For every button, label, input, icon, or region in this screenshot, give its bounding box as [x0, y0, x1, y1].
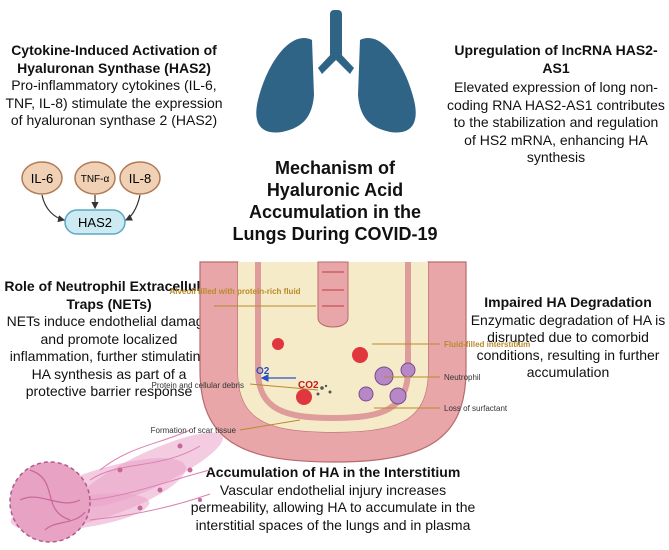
degradation-body: Enzymatic degradation of HA is disrupted… — [470, 311, 666, 381]
epithelial-projection — [317, 261, 349, 328]
alveolus-lumen — [238, 262, 428, 432]
red-cell-1 — [352, 347, 368, 363]
red-cell-3 — [272, 338, 284, 350]
co2-label: CO2 — [298, 380, 319, 391]
degradation-title: Impaired HA Degradation — [484, 294, 652, 310]
alveoli-fluid-text: Alveoli filled with protein-rich fluid — [169, 287, 300, 296]
lncrna-title: Upregulation of lncRNA HAS2-AS1 — [454, 42, 658, 76]
center-title-text: Mechanism of Hyaluronic Acid Accumulatio… — [232, 158, 438, 244]
il8-label: IL-8 — [129, 171, 151, 186]
nets-title: Role of Neutrophil Extracellular Traps (… — [4, 278, 214, 312]
scar-tissue-label: Formation of scar tissue — [151, 426, 237, 435]
loss-surfactant-label: Loss of surfactant — [444, 404, 508, 413]
nets-section: Role of Neutrophil Extracellular Traps (… — [0, 278, 218, 401]
neutrophil-cluster — [358, 362, 416, 405]
cytokine-section: Cytokine-Induced Activation of Hyalurona… — [0, 42, 228, 130]
tnf-label: TNF-α — [81, 174, 110, 185]
neutrophil-core — [9, 461, 91, 543]
interstitium-title: Accumulation of HA in the Interstitium — [205, 464, 461, 480]
il8-node — [119, 161, 161, 195]
center-title: Mechanism of Hyaluronic Acid Accumulatio… — [232, 158, 438, 246]
o2-label: O2 — [256, 366, 270, 377]
red-cell-2 — [296, 389, 312, 405]
lncrna-section: Upregulation of lncRNA HAS2-AS1 Elevated… — [446, 42, 666, 167]
has2-label: HAS2 — [78, 215, 112, 230]
alveoli-fluid-label: Alveoli filled with protein-rich fluid — [169, 287, 300, 296]
il6-node — [21, 161, 63, 195]
fluid-interstitium-label: Fluid-filled interstitium — [444, 340, 530, 349]
interstitium-section: Accumulation of HA in the Interstitium V… — [186, 464, 480, 534]
interstitium-body: Vascular endothelial injury increases pe… — [190, 481, 476, 533]
tnf-node — [74, 161, 116, 195]
nets-body: NETs induce endothelial damage and promo… — [6, 313, 212, 399]
degradation-section: Impaired HA Degradation Enzymatic degrad… — [468, 294, 668, 382]
il6-label: IL-6 — [31, 171, 53, 186]
cytokine-title: Cytokine-Induced Activation of Hyalurona… — [11, 42, 217, 76]
neutrophil-label: Neutrophil — [444, 373, 481, 382]
cytokine-body: Pro-inflammatory cytokines (IL-6, TNF, I… — [5, 77, 223, 128]
lncrna-body: Elevated expression of long non-coding R… — [447, 79, 665, 165]
protein-debris-label: Protein and cellular debris — [152, 381, 245, 390]
